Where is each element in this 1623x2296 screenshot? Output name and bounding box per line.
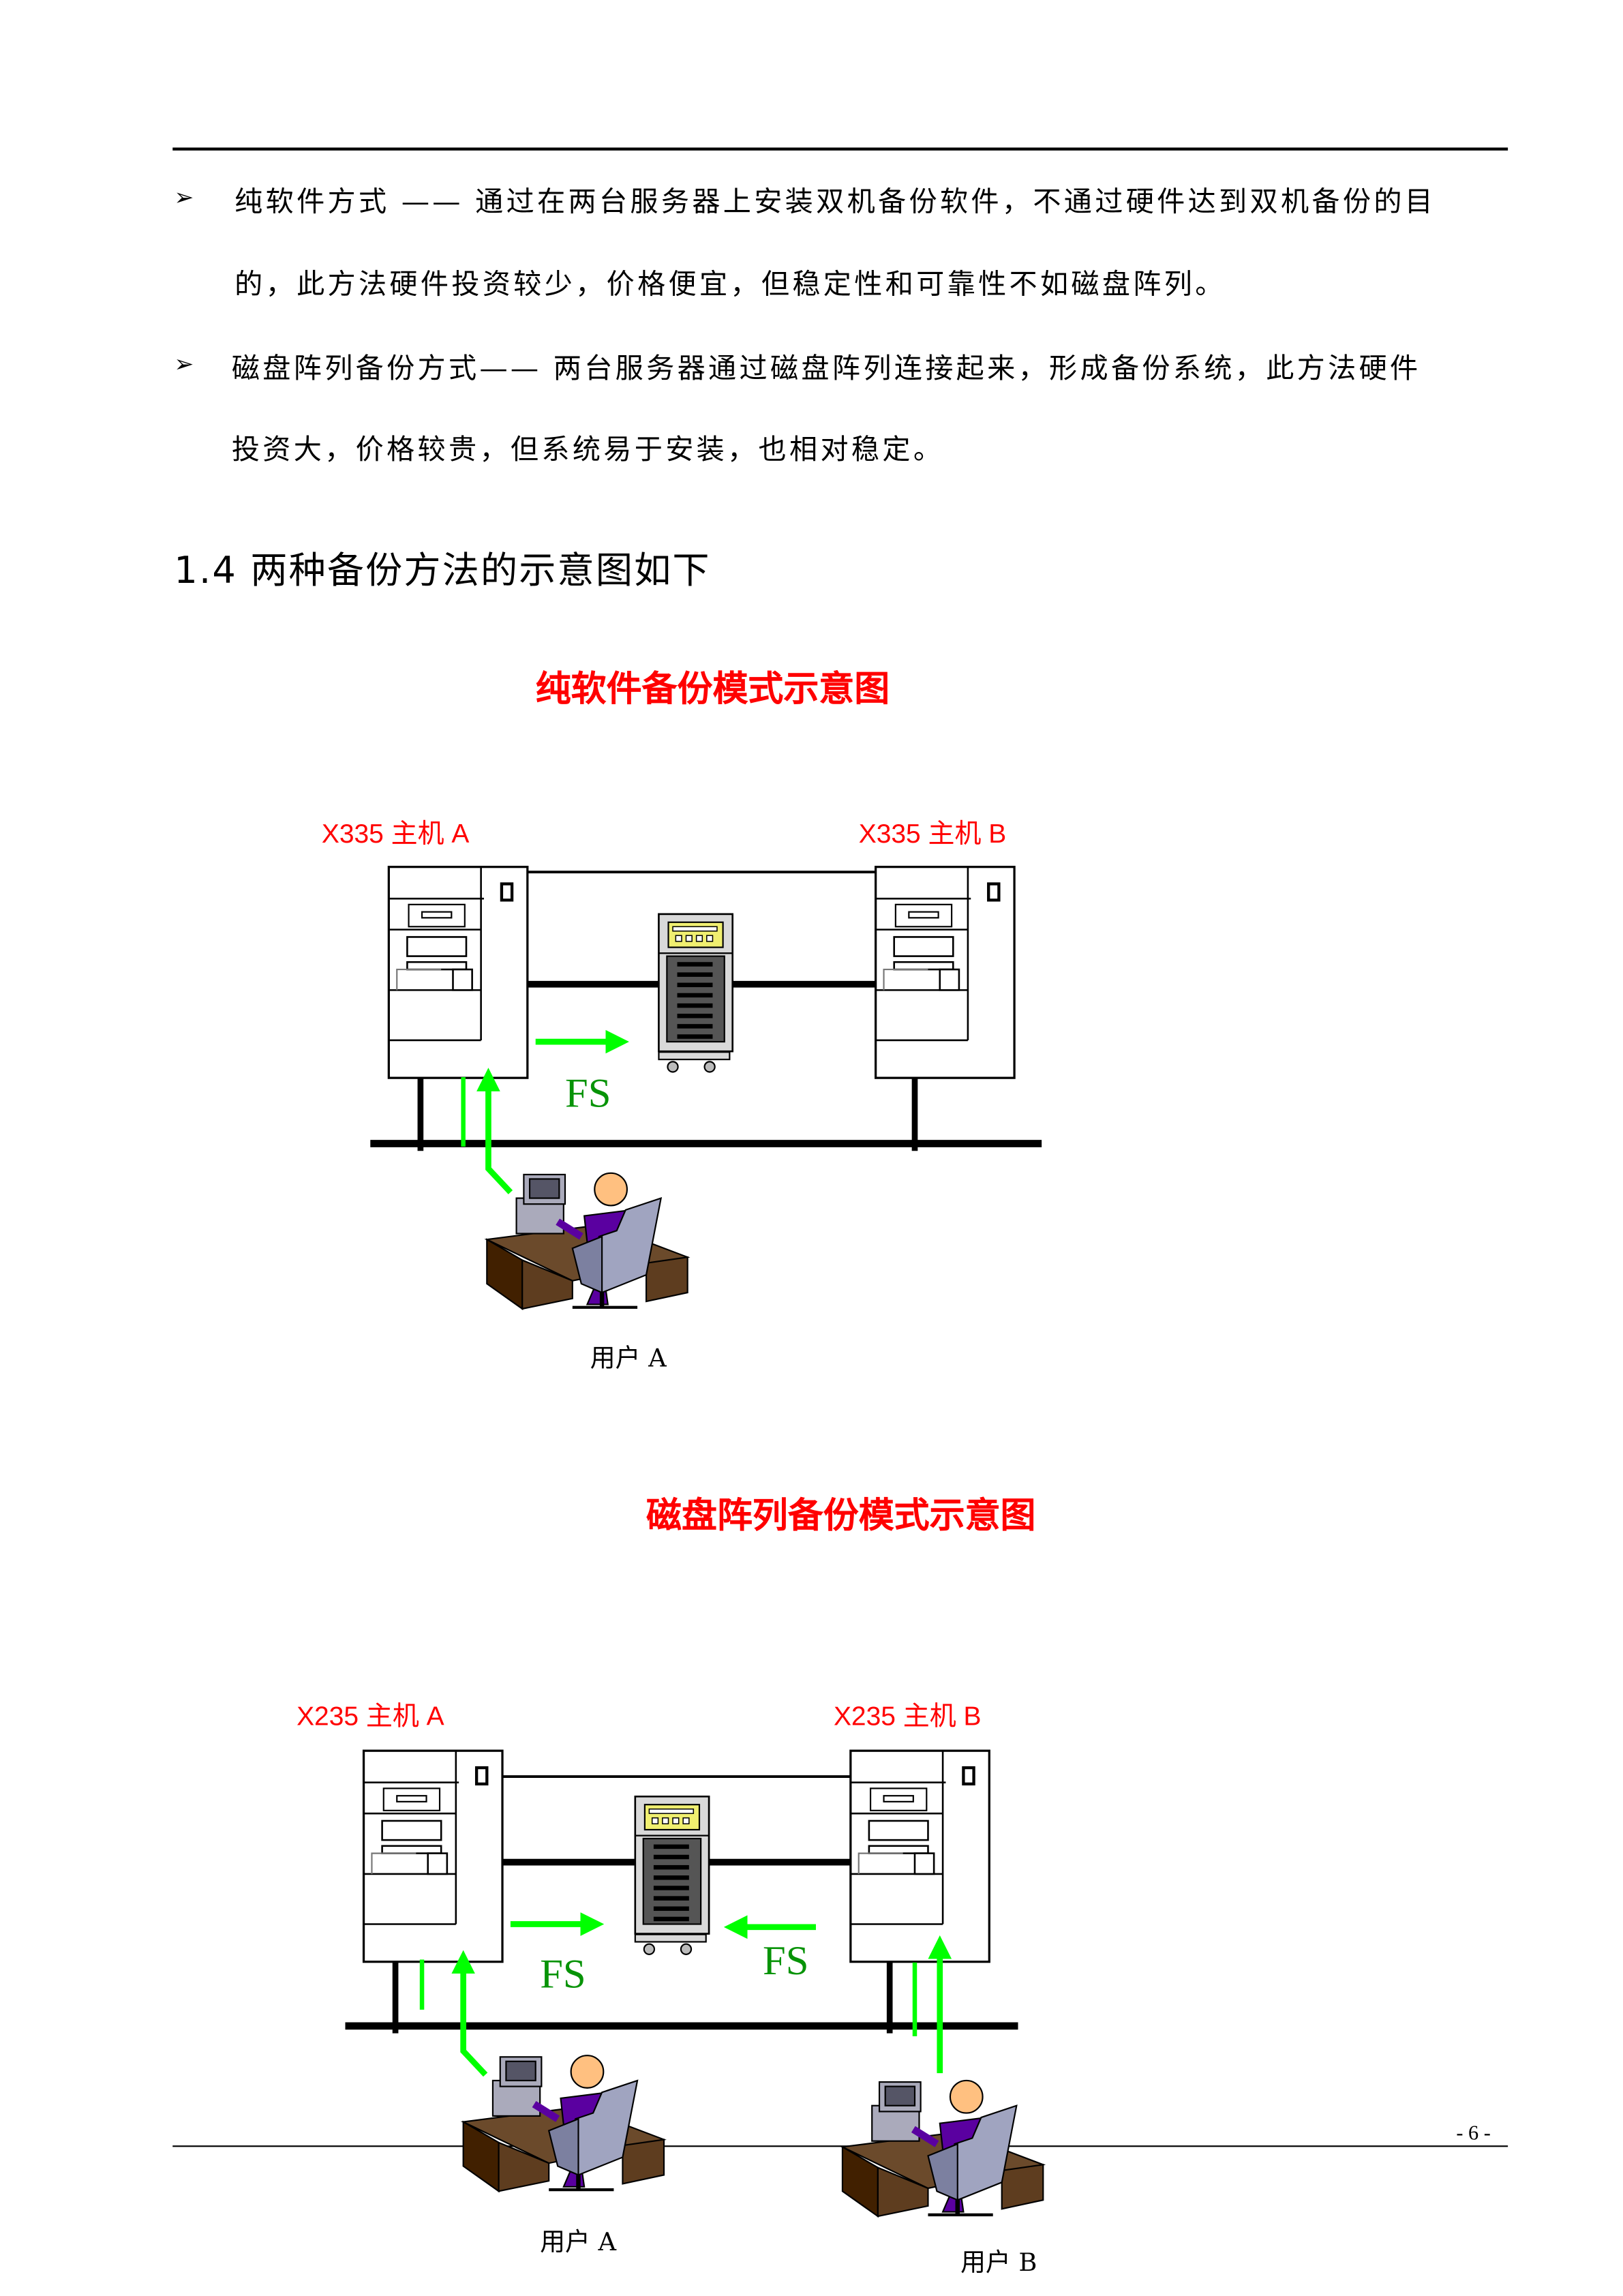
bullet-2-line-2: 投资大，价格较贵，但系统易于安装，也相对稳定。 — [231, 434, 945, 466]
user-a-workstation-icon — [487, 1173, 687, 1309]
user-b-workstation-icon — [843, 2081, 1043, 2216]
footer-rule — [172, 2145, 1508, 2147]
page-number: - 6 - — [1456, 2123, 1491, 2146]
diagram-2-title: 磁盘阵列备份模式示意图 — [646, 1494, 1036, 1537]
server-a-icon — [388, 866, 528, 1078]
diagram-1-host-a-label: X335 主机 A — [321, 819, 470, 849]
diagram-2-user-b-label: 用户 B — [960, 2248, 1037, 2278]
user-a-workstation-icon — [464, 2055, 664, 2191]
diagram-2-user-a-label: 用户 A — [540, 2228, 617, 2258]
diagram-2-host-a-label: X235 主机 A — [297, 1701, 444, 1731]
diagram-1-fs-label: FS — [565, 1071, 611, 1117]
bullet-1-line-1: 纯软件方式 —— 通过在两台服务器上安装双机备份软件，不通过硬件达到双机备份的目 — [234, 185, 1436, 219]
diagram-1-user-a-label: 用户 A — [590, 1344, 667, 1374]
diagram-2-fs-label-right: FS — [763, 1939, 809, 1985]
user-a-arrow-up-icon — [451, 1950, 488, 2077]
arrowhead-bullet-icon: ➢ — [174, 349, 194, 378]
bullet-1-line-2: 的，此方法硬件投资较少，价格便宜，但稳定性和可靠性不如磁盘阵列。 — [234, 268, 1226, 301]
server-b-icon — [875, 866, 1015, 1078]
diagram-1-title: 纯软件备份模式示意图 — [535, 668, 890, 710]
disk-storage-icon — [657, 913, 735, 1073]
user-arrow-up-icon — [476, 1068, 513, 1194]
diagram-2 — [345, 1750, 1043, 2216]
arrowhead-bullet-icon: ➢ — [174, 183, 194, 211]
header-rule — [172, 147, 1508, 150]
section-heading: 1.4 两种备份方法的示意图如下 — [174, 549, 711, 592]
diagram-1 — [370, 866, 1042, 1309]
server-b-icon — [850, 1750, 990, 1962]
server-a-icon — [363, 1750, 502, 1962]
bullet-2-line-1: 磁盘阵列备份方式—— 两台服务器通过磁盘阵列连接起来，形成备份系统，此方法硬件 — [231, 352, 1421, 385]
diagram-2-fs-label-left: FS — [540, 1952, 586, 1998]
diagram-2-host-b-label: X235 主机 B — [833, 1701, 982, 1731]
disk-array-icon — [633, 1795, 711, 1956]
diagram-1-host-b-label: X335 主机 B — [858, 819, 1007, 849]
